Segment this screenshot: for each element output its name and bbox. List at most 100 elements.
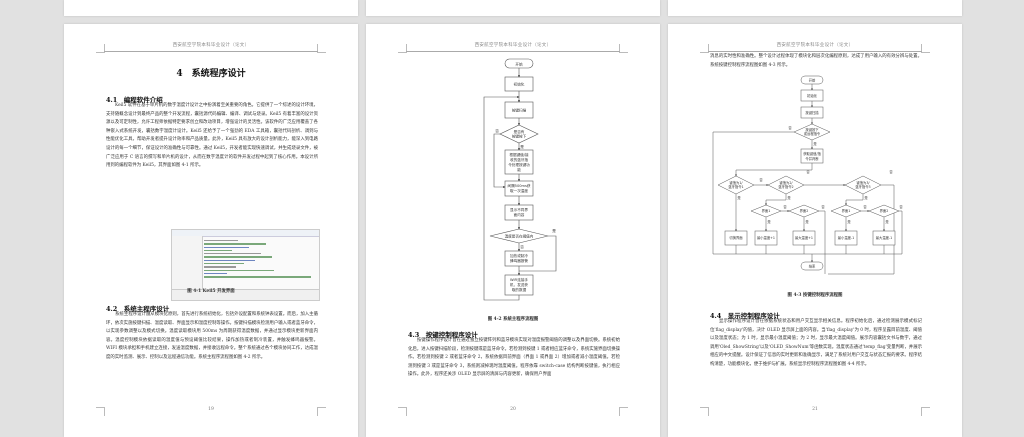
svg-text:是否有: 是否有: [514, 129, 525, 134]
svg-text:温度是否在阈值内: 温度是否在阈值内: [505, 234, 534, 239]
keil5-screenshot-figure: [171, 229, 320, 301]
page-number: 21: [812, 407, 818, 412]
margin-corner: [317, 407, 326, 416]
svg-text:是: 是: [885, 219, 889, 224]
svg-text:取的数据: 取的数据: [512, 287, 527, 292]
svg-text:加热或制冷: 加热或制冷: [510, 253, 528, 258]
svg-text:根据键值/接: 根据键值/接: [509, 152, 529, 157]
svg-text:按键按下: 按键按下: [805, 127, 819, 132]
svg-text:否: 否: [863, 205, 867, 209]
svg-text:否: 否: [495, 129, 499, 133]
margin-corner: [700, 44, 709, 53]
svg-text:界面2: 界面2: [800, 209, 809, 213]
margin-corner: [96, 44, 105, 53]
ide-project-tree: [172, 236, 203, 290]
svg-text:初始化: 初始化: [807, 93, 818, 98]
svg-text:最小温度-1: 最小温度-1: [838, 235, 854, 240]
svg-text:或远程指令: 或远程指令: [804, 131, 821, 136]
figure-caption: 图 4-2 系统主程序流程图: [487, 317, 539, 322]
margin-corner: [96, 407, 105, 416]
section-heading: 4.3 按键控制程序设计: [408, 331, 478, 339]
previous-page-bottom-1: [64, 0, 358, 16]
svg-text:键值为2/: 键值为2/: [779, 180, 793, 185]
svg-text:按键扫描: 按键扫描: [512, 108, 527, 113]
svg-text:是: 是: [737, 195, 741, 200]
svg-text:是: 是: [552, 228, 556, 233]
margin-corner: [921, 44, 930, 53]
svg-text:收的蓝牙指: 收的蓝牙指: [510, 157, 528, 162]
svg-text:面内容: 面内容: [514, 212, 525, 217]
svg-text:初始化: 初始化: [514, 82, 525, 87]
page-20: 西安航空学院本科毕业设计（论文） 开始 初始化 按键扫描 是否有按键按下 是 否…: [366, 24, 660, 437]
svg-text:能: 能: [517, 167, 521, 172]
margin-corner: [921, 407, 930, 416]
svg-text:键值为1/: 键值为1/: [729, 180, 743, 185]
header-rule: [104, 51, 318, 52]
svg-text:蓝牙指令3: 蓝牙指令3: [855, 184, 870, 189]
continued-paragraph: 消息的实时性和准确性。整个设计过程体现了模块化和层次化编程原则，达成了用户输入的…: [710, 54, 922, 68]
figure-caption: 图 4-1 Keil5 开发界面: [187, 289, 235, 294]
svg-text:蜂鸣器报警: 蜂鸣器报警: [510, 258, 528, 263]
section-heading: 4.1 编程软件介绍: [106, 96, 163, 104]
previous-page-bottom-2: [366, 0, 660, 16]
svg-text:是: 是: [787, 195, 791, 200]
svg-text:取一次温度: 取一次温度: [510, 188, 528, 193]
margin-corner: [700, 407, 709, 416]
svg-text:令处理按键功: 令处理按键功: [508, 162, 530, 167]
section-paragraph: Keil5 软件在基于单片机的数字温度计设计之中扮演着至关重要的角色。它提供了一…: [106, 103, 318, 169]
section-paragraph: 系统主程序设计遵从模块化原则，首先进行系统初始化，包括外设配置和系统钟表设置。而…: [106, 312, 318, 360]
svg-text:否: 否: [899, 205, 903, 209]
ide-build-output: [172, 289, 319, 300]
chapter-title: 4 系统程序设计: [176, 69, 246, 79]
margin-corner: [317, 44, 326, 53]
running-header: 西安航空学院本科毕业设计（论文）: [776, 43, 854, 48]
svg-text:开始: 开始: [809, 78, 816, 83]
page-number: 20: [510, 407, 516, 412]
svg-text:否: 否: [821, 205, 825, 209]
header-rule: [708, 51, 922, 52]
page-number: 19: [208, 407, 214, 412]
margin-corner: [398, 44, 407, 53]
svg-text:否: 否: [788, 126, 792, 130]
svg-text:界面2: 界面2: [880, 209, 889, 213]
svg-text:否: 否: [759, 178, 763, 182]
svg-text:最大温度+1: 最大温度+1: [795, 235, 813, 240]
svg-text:是: 是: [767, 219, 771, 224]
page-21: 西安航空学院本科毕业设计（论文） 消息的实时性和准确性。整个设计过程体现了模块化…: [668, 24, 962, 437]
svg-text:WiFi连接手: WiFi连接手: [510, 277, 528, 282]
svg-text:令并判断: 令并判断: [805, 156, 819, 161]
svg-text:切换界面: 切换界面: [729, 235, 743, 240]
svg-text:是: 是: [864, 195, 868, 200]
running-header: 西安航空学院本科毕业设计（论文）: [172, 43, 250, 48]
svg-text:是: 是: [520, 144, 524, 149]
svg-text:获取键值/指: 获取键值/指: [803, 151, 821, 156]
ide-code-editor: [204, 238, 317, 288]
node-start: 开始: [515, 61, 523, 66]
svg-text:否: 否: [889, 170, 893, 174]
margin-corner: [398, 407, 407, 416]
svg-text:否: 否: [783, 205, 787, 209]
svg-text:是: 是: [847, 219, 851, 224]
section-heading: 4.4 显示控制程序设计: [710, 312, 780, 320]
header-rule: [406, 51, 620, 52]
svg-text:间隔500ms获: 间隔500ms获: [507, 183, 530, 188]
figure-caption: 图 4-3 按键控制程序流程图: [787, 293, 843, 298]
svg-text:否: 否: [520, 245, 524, 249]
section-heading: 4.2 系统主程序设计: [106, 305, 170, 313]
svg-text:最大温度-1: 最大温度-1: [876, 235, 892, 240]
running-header: 西安航空学院本科毕业设计（论文）: [474, 43, 552, 48]
svg-text:界面1: 界面1: [762, 209, 771, 213]
svg-text:界面1: 界面1: [842, 209, 851, 213]
svg-text:最小温度+1: 最小温度+1: [757, 235, 775, 240]
page-19: 西安航空学院本科毕业设计（论文） 4 系统程序设计 4.1 编程软件介绍 Kei…: [64, 24, 358, 437]
svg-text:是: 是: [805, 219, 809, 224]
svg-text:机，发送获: 机，发送获: [510, 282, 528, 287]
svg-text:显示不同界: 显示不同界: [510, 207, 528, 212]
svg-text:按键扫描: 按键扫描: [805, 110, 819, 115]
svg-text:蓝牙指令1: 蓝牙指令1: [728, 184, 743, 189]
ide-toolbar: [172, 230, 319, 237]
svg-text:按键按下: 按键按下: [512, 134, 527, 139]
svg-text:结束: 结束: [809, 264, 816, 269]
